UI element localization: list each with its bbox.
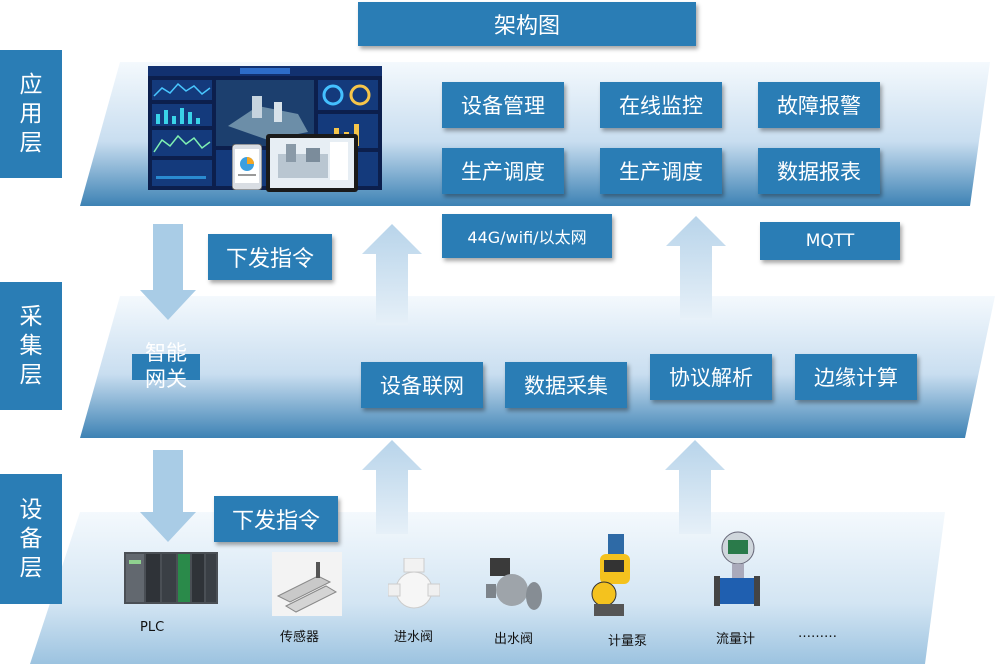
up-arrow-mid-1 xyxy=(362,224,422,325)
device-label-ellipsis: ……… xyxy=(798,626,837,641)
network-transport-box: 44G/wifi/以太网 xyxy=(442,214,612,258)
app-box-scheduling-1: 生产调度 xyxy=(442,148,564,194)
down-arrow-upper xyxy=(140,224,196,320)
phone-screenshot xyxy=(232,144,262,190)
device-label-metering-pump: 计量泵 xyxy=(608,634,648,649)
app-box-fault-alarm: 故障报警 xyxy=(758,82,880,128)
metering-pump-image xyxy=(586,534,638,618)
sensor-image xyxy=(272,552,342,616)
layer-label-device: 设 备 层 xyxy=(0,474,62,604)
layer-label-application: 应 用 层 xyxy=(0,50,62,178)
device-label-outlet-valve: 出水阀 xyxy=(494,632,534,647)
layer-label-collection: 采 集 层 xyxy=(0,282,62,410)
outlet-valve-image xyxy=(482,556,544,616)
app-box-data-report: 数据报表 xyxy=(758,148,880,194)
device-label-plc: PLC xyxy=(140,620,165,635)
app-box-scheduling-2: 生产调度 xyxy=(600,148,722,194)
up-arrow-low-2 xyxy=(665,440,725,534)
gateway-label: 智能 网关 xyxy=(145,341,187,391)
collect-box-data-collection: 数据采集 xyxy=(505,362,627,408)
down-arrow-lower xyxy=(140,450,196,542)
tablet-screenshot xyxy=(266,134,358,192)
flowmeter-image xyxy=(712,530,760,610)
network-protocol-box: MQTT xyxy=(760,222,900,260)
app-box-online-monitor: 在线监控 xyxy=(600,82,722,128)
collect-box-edge-compute: 边缘计算 xyxy=(795,354,917,400)
collect-box-protocol-parse: 协议解析 xyxy=(650,354,772,400)
up-arrow-mid-2 xyxy=(666,216,726,318)
device-label-sensor: 传感器 xyxy=(280,630,320,645)
inlet-valve-image xyxy=(388,558,440,616)
gateway-bg xyxy=(132,354,200,380)
command-box-lower: 下发指令 xyxy=(214,496,338,542)
diagram-title: 架构图 xyxy=(358,2,696,46)
app-box-device-mgmt: 设备管理 xyxy=(442,82,564,128)
plc-image xyxy=(124,548,218,606)
collect-box-networking: 设备联网 xyxy=(361,362,483,408)
command-box-upper: 下发指令 xyxy=(208,234,332,280)
device-label-flowmeter: 流量计 xyxy=(716,632,756,647)
up-arrow-low-1 xyxy=(362,440,422,534)
device-label-inlet-valve: 进水阀 xyxy=(394,630,434,645)
